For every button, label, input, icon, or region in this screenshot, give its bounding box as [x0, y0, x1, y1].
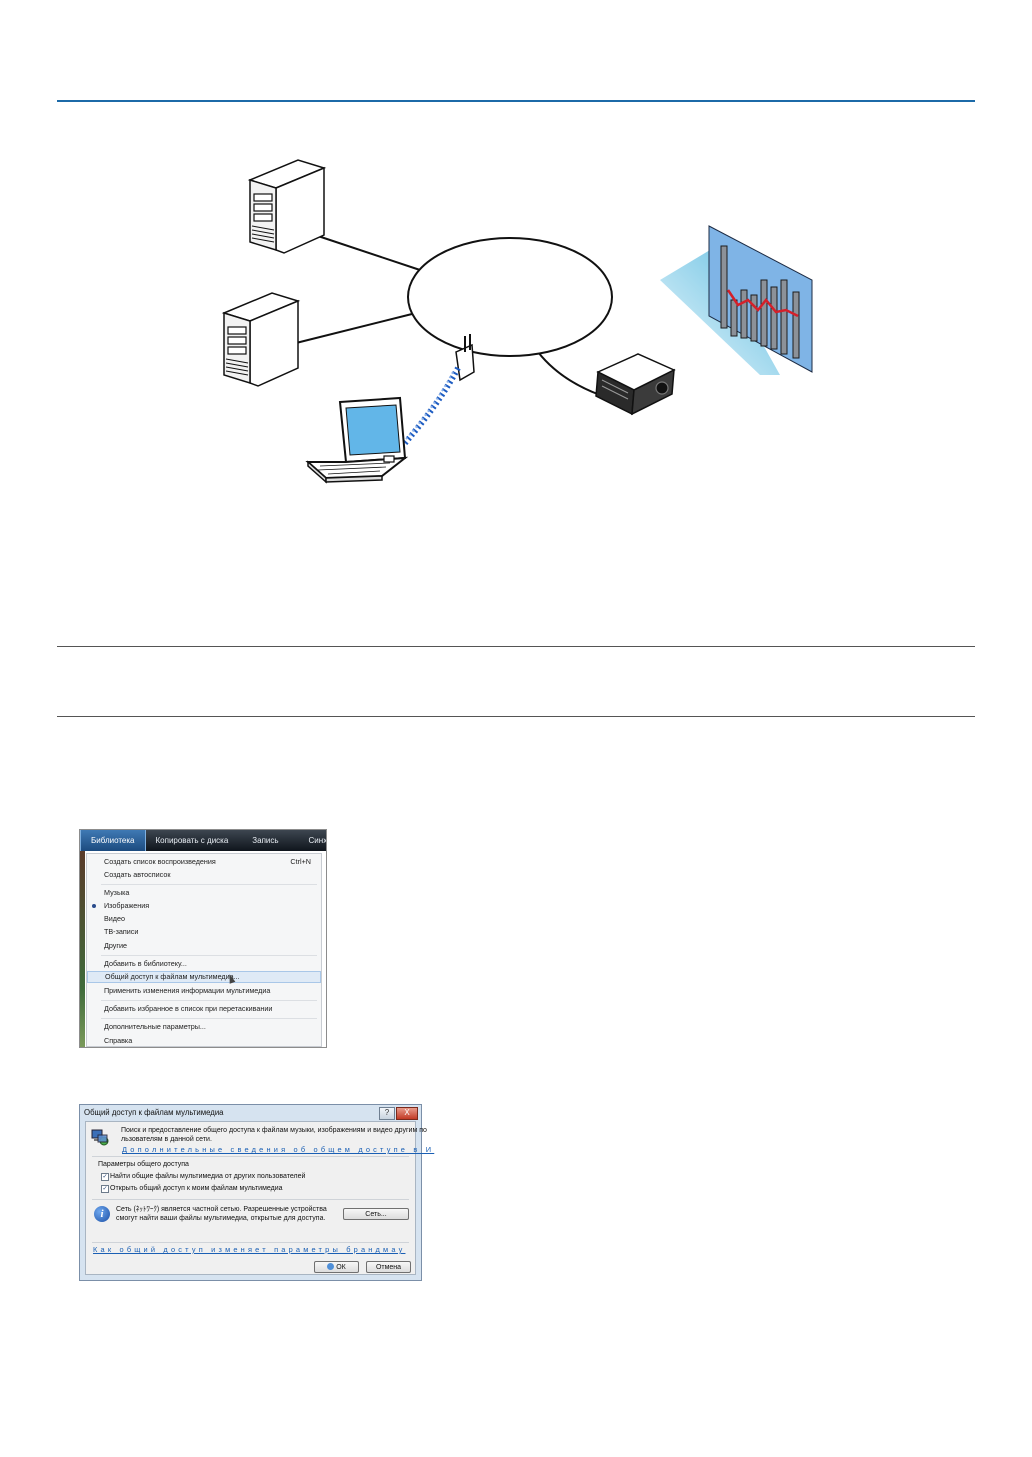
- projection-screen: [660, 225, 813, 375]
- tab-rip[interactable]: Копировать с диска: [155, 836, 229, 845]
- selected-bullet-icon: [92, 904, 96, 908]
- laptop-icon: [305, 396, 409, 484]
- option-label: Найти общие файлы мультимедиа от других …: [110, 1173, 306, 1180]
- access-point-icon: [455, 334, 475, 382]
- network-sharing-icon: [91, 1129, 109, 1146]
- find-shared-checkbox[interactable]: ✓: [101, 1173, 109, 1181]
- dialog-title: Общий доступ к файлам мультимедиа: [84, 1108, 224, 1117]
- menu-item-music[interactable]: Музыка: [104, 888, 130, 897]
- media-sharing-dialog: Общий доступ к файлам мультимедиа ? X По…: [79, 1104, 431, 1281]
- shortcut-label: Ctrl+N: [290, 857, 311, 866]
- shield-icon: [327, 1263, 335, 1270]
- tab-sync[interactable]: Синхрониз: [308, 836, 327, 845]
- menu-separator: [101, 1018, 317, 1019]
- menu-item-media-sharing[interactable]: Общий доступ к файлам мультимедиа...: [87, 971, 321, 984]
- network-button[interactable]: Сеть...: [343, 1208, 409, 1220]
- menu-separator: [101, 955, 317, 956]
- close-button[interactable]: X: [396, 1107, 418, 1120]
- menu-item-add-to-library[interactable]: Добавить в библиотеку...: [104, 959, 187, 968]
- menu-item-create-autolist[interactable]: Создать автосписок: [104, 870, 171, 879]
- settings-header: Параметры общего доступа: [98, 1161, 189, 1168]
- menu-item-apply-media-info[interactable]: Применить изменения информации мультимед…: [104, 986, 271, 995]
- menu-item-label: Изображения: [104, 901, 150, 910]
- server-icon: [247, 159, 327, 254]
- divider: [92, 1156, 409, 1157]
- network-diagram: [221, 159, 813, 484]
- section-rule: [57, 646, 975, 647]
- info-icon: i: [94, 1206, 110, 1222]
- menu-item-tv[interactable]: ТВ-записи: [104, 927, 139, 936]
- network-ellipse: [407, 237, 613, 357]
- menu-item-label: Создать список воспроизведения: [104, 857, 216, 866]
- option-label: Открыть общий доступ к моим файлам мульт…: [110, 1185, 283, 1192]
- library-menu-screenshot: Библиотека Копировать с диска Запись Син…: [79, 829, 327, 1048]
- library-dropdown: Создать список воспроизведения Ctrl+N Со…: [86, 853, 322, 1047]
- ok-label: ОК: [336, 1264, 346, 1271]
- line-server2: [295, 313, 413, 344]
- tab-burn[interactable]: Запись: [252, 836, 279, 845]
- tab-library[interactable]: Библиотека: [80, 830, 146, 851]
- help-button[interactable]: ?: [379, 1107, 395, 1120]
- menu-bar: Библиотека Копировать с диска Запись Син…: [80, 830, 326, 851]
- divider: [92, 1199, 409, 1200]
- dialog-body: Поиск и предоставление общего доступа к …: [85, 1121, 431, 1275]
- ok-button[interactable]: ОК: [314, 1261, 359, 1273]
- menu-separator: [101, 884, 317, 885]
- header-rule: [57, 100, 975, 102]
- menu-item-other[interactable]: Другие: [104, 941, 128, 950]
- window-controls: ? X: [379, 1107, 418, 1120]
- menu-item-more-options[interactable]: Дополнительные параметры...: [104, 1022, 206, 1031]
- projector-icon: [595, 353, 676, 416]
- line-server1: [314, 234, 421, 271]
- description-text: льзователям в данной сети.: [121, 1136, 212, 1143]
- share-my-media-checkbox[interactable]: ✓: [101, 1185, 109, 1193]
- menu-separator: [101, 1000, 317, 1001]
- menu-item-label: Общий доступ к файлам мультимедиа...: [105, 972, 240, 981]
- divider: [92, 1242, 409, 1243]
- menu-item-video[interactable]: Видео: [104, 914, 125, 923]
- menu-item-add-favorites[interactable]: Добавить избранное в список при перетаск…: [104, 1004, 273, 1013]
- section-rule: [57, 716, 975, 717]
- cancel-button[interactable]: Отмена: [366, 1261, 411, 1273]
- background-strip: [80, 851, 85, 1047]
- network-status-text: Сеть (ﾈｯﾄﾜｰｸ) является частной сетью. Ра…: [116, 1206, 327, 1213]
- firewall-link[interactable]: Как общий доступ изменяет параметры бран…: [93, 1245, 406, 1254]
- network-status-text: смогут найти ваши файлы мультимедиа, отк…: [116, 1215, 326, 1222]
- menu-item-help[interactable]: Справка: [104, 1036, 133, 1045]
- description-text: Поиск и предоставление общего доступа к …: [121, 1127, 427, 1134]
- server-icon: [221, 292, 301, 387]
- menu-item-images[interactable]: Изображения: [87, 900, 321, 912]
- menu-item-create-playlist[interactable]: Создать список воспроизведения Ctrl+N: [87, 856, 321, 868]
- more-info-link[interactable]: Дополнительные сведения об общем доступе…: [122, 1145, 435, 1154]
